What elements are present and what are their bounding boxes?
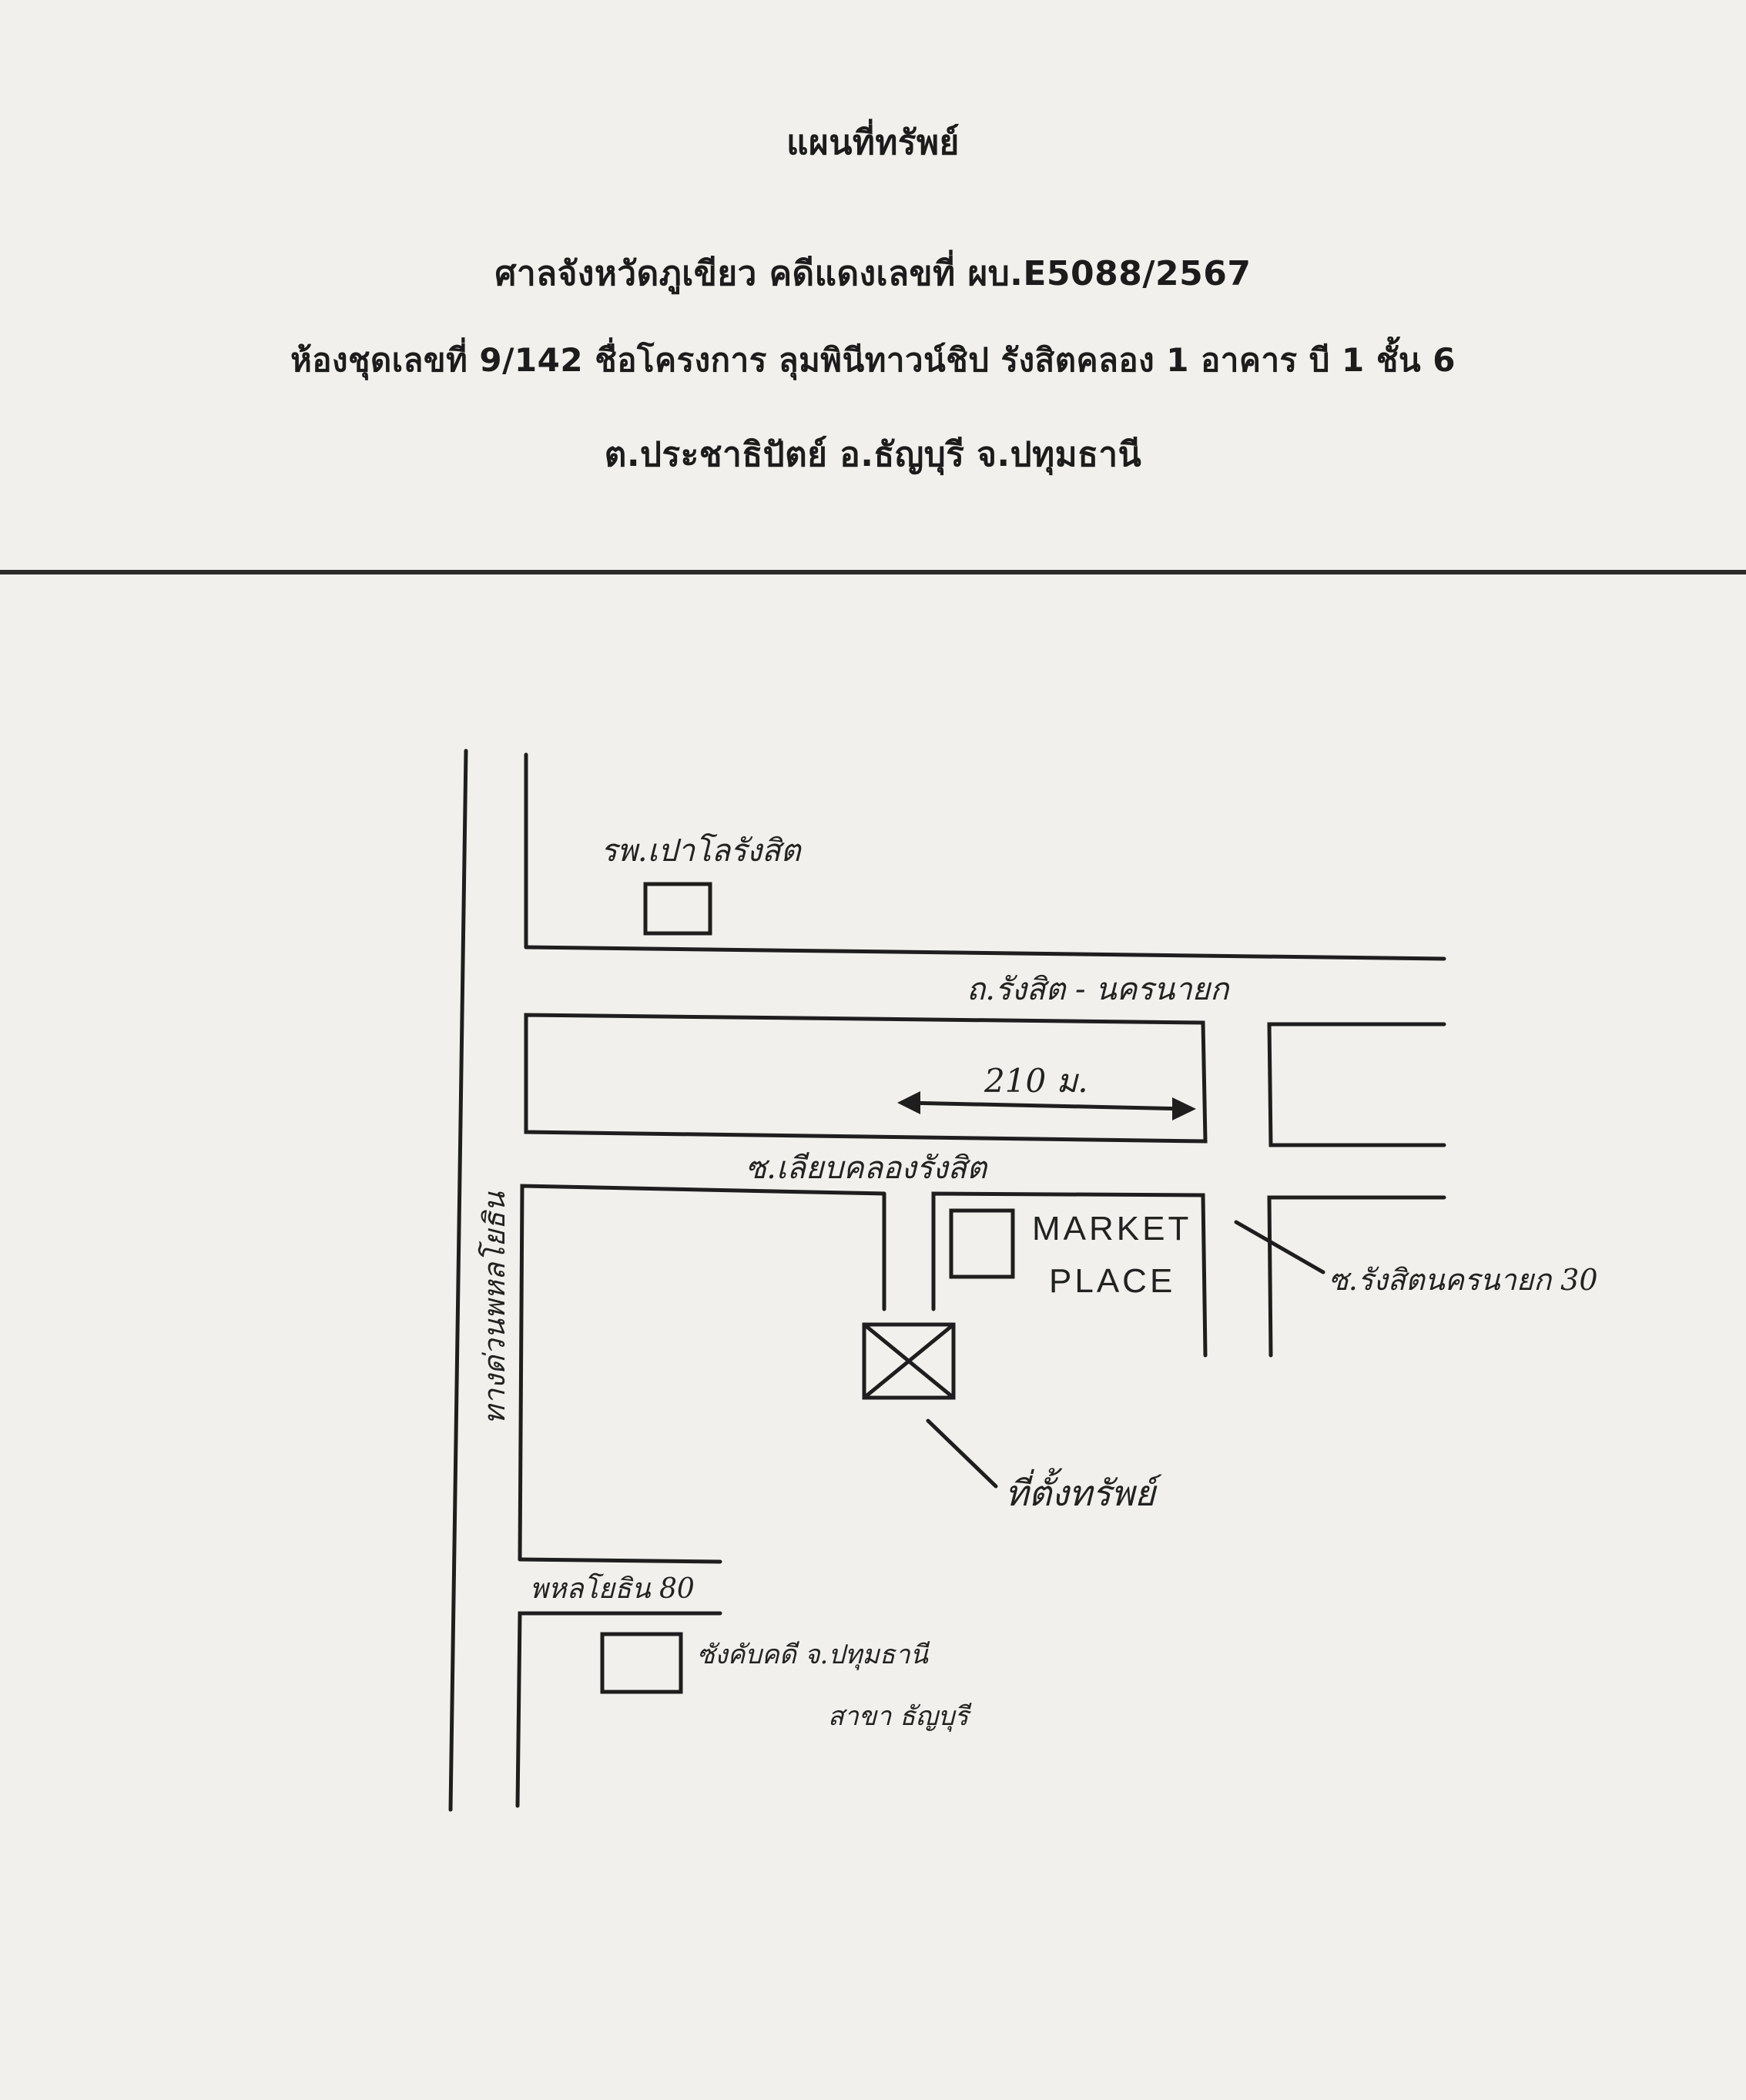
- phahon-road-bottom-edge: [515, 1611, 722, 1808]
- unit-line: ห้องชุดเลขที่ 9/142 ชื่อโครงการ ลุมพินีท…: [290, 341, 1456, 379]
- right-block: [1267, 1022, 1446, 1147]
- property-marker: [862, 1322, 956, 1400]
- map-title: แผนที่ทรัพย์: [786, 123, 960, 162]
- market-block: [931, 1191, 1208, 1358]
- distance-arrow-left-head: [897, 1091, 920, 1114]
- soi-leader-line: [1234, 1220, 1325, 1274]
- highway-left-edge: [448, 749, 468, 1812]
- office-label-line1: ซังคับคดี จ.ปทุมธานี: [697, 1639, 930, 1670]
- distance-arrow-line: [903, 1100, 1192, 1111]
- distance-label: 210 ม.: [984, 1062, 1088, 1100]
- location-line: ต.ประชาธิปัตย์ อ.ธัญบุรี จ.ปทุมธานี: [604, 435, 1142, 474]
- phahon-road-label: พหลโยธิน 80: [530, 1572, 695, 1605]
- hospital-building: [643, 882, 712, 936]
- main-road-top-edge: [524, 945, 1446, 961]
- case-line: ศาลจังหวัดภูเขียว คดีแดงเลขที่ ผบ.E5088/…: [494, 254, 1252, 293]
- market-label-line2: PLACE: [1049, 1262, 1175, 1300]
- lower-left-block-edge: [518, 1184, 886, 1562]
- highway-label: ทางด่วนพหลโยธิน: [478, 1191, 511, 1425]
- distance-arrow-right-head: [1172, 1097, 1196, 1120]
- right-lower-block: [1267, 1195, 1446, 1358]
- market-label-line1: MARKET: [1032, 1210, 1191, 1248]
- property-marker-cross-b: [862, 1322, 956, 1400]
- phahon-road-top-edge: [518, 1557, 722, 1564]
- middle-block: [524, 1013, 1208, 1144]
- header-divider: [0, 570, 1746, 574]
- market-building: [949, 1208, 1015, 1279]
- office-building: [600, 1632, 683, 1694]
- local-road-label: ซ.เลียบคลองรังสิต: [746, 1150, 988, 1186]
- property-leader-line: [926, 1418, 998, 1489]
- main-road-label: ถ.รังสิต - นครนายก: [967, 972, 1230, 1007]
- soi-label: ซ.รังสิตนครนายก 30: [1329, 1263, 1598, 1297]
- office-label-line2: สาขา ธัญบุรี: [828, 1701, 973, 1732]
- property-label: ที่ตั้งทรัพย์: [1005, 1468, 1162, 1514]
- hospital-label: รพ.เปาโลรังสิต: [601, 832, 803, 869]
